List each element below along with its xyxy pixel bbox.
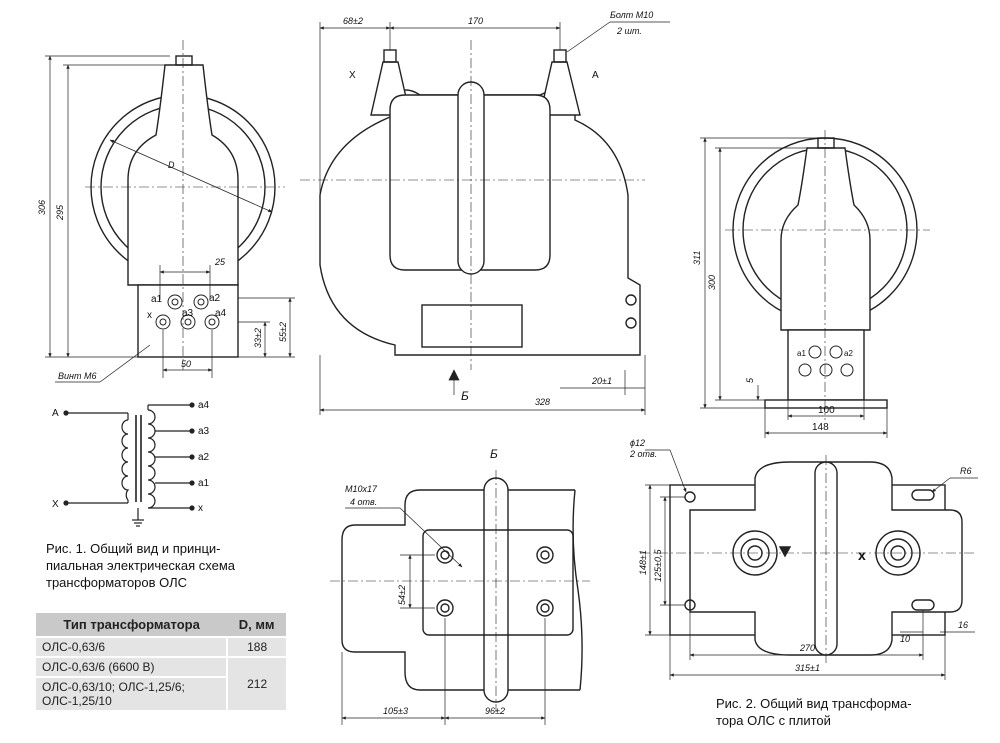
cell-line: ОЛС-1,25/10 [42, 694, 112, 708]
scheme-label-a: A [52, 408, 59, 419]
terminal-x: x [147, 310, 152, 321]
label-x: X [349, 70, 356, 81]
dim-148: 148 [812, 422, 829, 433]
table-row: ОЛС-0,63/6 (6600 В) 212 [36, 656, 286, 710]
fig2-labels: ϕ12 2 отв. R6 148±1 125±0,5 10 16 270 31… [629, 438, 972, 673]
bolt-m10-qty: 2 шт. [616, 26, 642, 36]
cell-type: ОЛС-0,63/6 [36, 636, 228, 657]
dim-306: 306 [37, 200, 47, 215]
view-b [330, 470, 590, 725]
cell-d: 188 [226, 636, 286, 657]
label-a: A [592, 70, 599, 81]
fig1-caption-line: трансформаторов ОЛС [46, 575, 188, 590]
front-labels: 68±2 170 Болт М10 2 шт. X A 20±1 328 Б [343, 10, 653, 407]
dim-170: 170 [468, 16, 483, 26]
view-b-title: Б [490, 447, 498, 461]
scheme-label-x: X [52, 499, 59, 510]
dim-d: D [168, 160, 175, 170]
view-b-labels: Б M10x17 4 отв. 54±2 105±3 96±2 [345, 447, 505, 716]
cell-type-multiline: ОЛС-0,63/10; ОЛС-1,25/6; ОЛС-1,25/10 [36, 676, 228, 710]
dim-10: 10 [900, 634, 910, 644]
fig1-caption-line: пиальная электрическая схема [46, 558, 236, 573]
table-row: ОЛС-0,63/10; ОЛС-1,25/6; ОЛС-1,25/10 [36, 676, 286, 710]
dim-125: 125±0,5 [653, 549, 663, 582]
terminal-a3: a3 [182, 308, 194, 319]
dim-54: 54±2 [397, 585, 407, 605]
terminal-a2: a2 [209, 293, 221, 304]
dim-148-plate: 148±1 [638, 550, 648, 575]
fig2-caption-line: Рис. 2. Общий вид трансформа- [716, 696, 912, 711]
front-view [300, 21, 670, 415]
bolt-m10-label: Болт М10 [610, 10, 653, 20]
header-type: Тип трансформатора [36, 613, 228, 637]
fig1-side-view [45, 40, 295, 383]
dim-55: 55±2 [278, 322, 288, 342]
side-terminal-a2: a2 [844, 349, 853, 358]
right-labels: 311 300 5 100 148 a1 a2 [692, 251, 853, 433]
scheme-label-a1: a1 [198, 478, 210, 489]
table-row: ОЛС-0,63/6 188 [36, 636, 286, 657]
radius-r6: R6 [960, 466, 972, 476]
transformer-table: Тип трансформатора D, мм ОЛС-0,63/6 188 … [36, 613, 286, 710]
hole-qty: 2 отв. [629, 449, 657, 459]
fig1-caption: Рис. 1. Общий вид и принци- пиальная эле… [46, 540, 286, 591]
dim-311: 311 [692, 251, 702, 265]
dim-16: 16 [958, 620, 968, 630]
thread-label: M10x17 [345, 484, 378, 494]
side-terminal-a1: a1 [797, 349, 806, 358]
fig2-caption-line: тора ОЛС с плитой [716, 713, 831, 728]
dim-20: 20±1 [591, 376, 612, 386]
table-header-row: Тип трансформатора D, мм [36, 613, 286, 637]
dim-300: 300 [707, 275, 717, 290]
dim-25: 25 [214, 257, 226, 267]
fig2-plan-view: x [640, 449, 978, 680]
fig1-labels: 306 295 D 25 33±2 55±2 50 Винт М6 a1 a2 … [37, 160, 288, 381]
dim-105: 105±3 [383, 706, 408, 716]
cell-type: ОЛС-0,63/6 (6600 В) [36, 656, 228, 677]
dim-100: 100 [818, 405, 835, 416]
header-d: D, мм [227, 613, 286, 637]
dim-328: 328 [535, 397, 550, 407]
svg-text:x: x [858, 547, 866, 563]
view-b-marker: Б [461, 389, 469, 403]
bolt-m6-label: Винт М6 [58, 371, 96, 381]
right-side-view [700, 130, 930, 438]
electrical-schematic [63, 402, 195, 527]
dim-96: 96±2 [485, 706, 505, 716]
dim-50: 50 [181, 359, 191, 369]
scheme-label-x-sec: x [198, 503, 203, 514]
dim-33: 33±2 [253, 328, 263, 348]
dim-5: 5 [745, 377, 755, 383]
terminal-a4: a4 [215, 308, 227, 319]
dim-270: 270 [799, 643, 815, 653]
scheme-label-a2: a2 [198, 452, 210, 463]
dim-295: 295 [55, 204, 65, 221]
fig1-caption-line: Рис. 1. Общий вид и принци- [46, 541, 221, 556]
scheme-label-a3: a3 [198, 426, 210, 437]
scheme-label-a4: a4 [198, 400, 210, 411]
thread-qty: 4 отв. [350, 497, 377, 507]
hole-diameter: ϕ12 [630, 438, 645, 448]
cell-line: ОЛС-0,63/10; ОЛС-1,25/6; [42, 680, 185, 694]
dim-68: 68±2 [343, 16, 363, 26]
terminal-a1: a1 [151, 294, 163, 305]
cell-d: 212 [226, 656, 286, 710]
schematic-labels: A X a4 a3 a2 a1 x [52, 400, 210, 514]
fig2-caption: Рис. 2. Общий вид трансформа- тора ОЛС с… [716, 695, 976, 729]
dim-315: 315±1 [795, 663, 820, 673]
